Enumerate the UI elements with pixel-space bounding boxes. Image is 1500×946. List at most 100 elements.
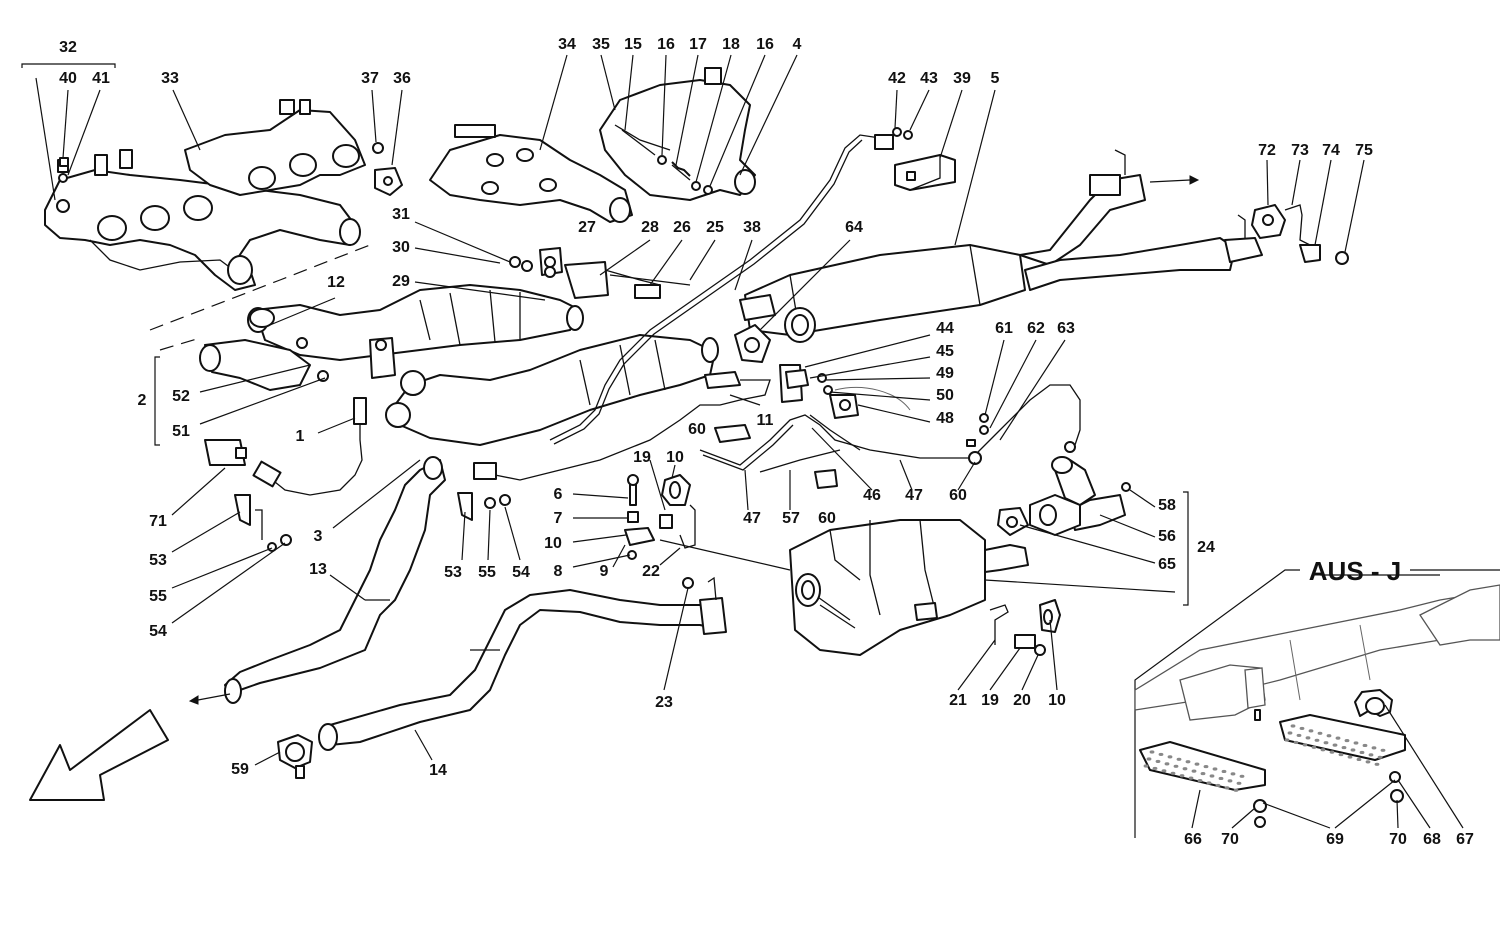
perforation-hole <box>1305 736 1311 740</box>
perforation-hole <box>1179 774 1185 778</box>
perforation-hole <box>1377 755 1383 759</box>
perforation-hole <box>1365 760 1371 764</box>
perforation-hole <box>1155 759 1161 764</box>
perforation-hole <box>1212 767 1218 771</box>
perforation-hole <box>1176 757 1182 761</box>
label-71: 71 <box>149 513 167 530</box>
flow-arrow-left <box>188 693 231 705</box>
label-23: 23 <box>655 694 673 711</box>
perforation-hole <box>1200 771 1206 776</box>
label-17: 17 <box>689 36 707 53</box>
perforation-hole <box>1239 774 1245 778</box>
catalytic-converter-lower <box>385 334 719 446</box>
label-49: 49 <box>936 365 954 382</box>
label-67: 67 <box>1456 831 1474 848</box>
part-labels: 32 40 41 33 37 36 34 35 15 16 17 18 16 4… <box>59 36 1474 848</box>
perforation-hole <box>1227 779 1233 783</box>
label-16b: 16 <box>756 36 774 53</box>
perforation-hole <box>1215 783 1221 788</box>
perforation-hole <box>1350 748 1356 752</box>
connector-71 <box>204 439 247 466</box>
label-45: 45 <box>936 343 954 360</box>
label-51: 51 <box>172 423 190 440</box>
valve-39 <box>894 154 956 191</box>
aus-j-inset <box>1134 569 1500 838</box>
perforation-hole <box>1368 753 1374 757</box>
label-27: 27 <box>578 219 596 236</box>
label-65: 65 <box>1158 556 1176 573</box>
label-52: 52 <box>172 388 190 405</box>
perforation-hole <box>1188 776 1194 780</box>
perforation-hole <box>1347 755 1353 759</box>
perforation-hole <box>1371 746 1377 750</box>
label-29: 29 <box>392 273 410 290</box>
perforation-hole <box>1341 745 1347 750</box>
label-13: 13 <box>309 561 327 578</box>
perforation-hole <box>1236 781 1242 785</box>
exhaust-manifold-left-32 <box>44 149 356 291</box>
label-4: 4 <box>793 36 802 53</box>
label-30: 30 <box>392 239 410 256</box>
label-5: 5 <box>991 70 1000 87</box>
label-9: 9 <box>600 563 609 580</box>
label-1: 1 <box>296 428 305 445</box>
perforation-hole <box>1143 764 1149 768</box>
label-2: 2 <box>138 392 147 409</box>
label-42: 42 <box>888 70 906 87</box>
label-10a: 10 <box>666 449 684 466</box>
label-11: 11 <box>757 412 774 429</box>
label-73: 73 <box>1291 142 1309 159</box>
label-19a: 19 <box>633 449 651 466</box>
label-72: 72 <box>1258 142 1276 159</box>
catalytic-converter-upper <box>247 284 584 361</box>
label-26: 26 <box>673 219 691 236</box>
perforation-hole <box>1335 736 1341 740</box>
center-silencer-5 <box>739 149 1263 343</box>
label-58: 58 <box>1158 497 1176 514</box>
label-32: 32 <box>59 39 77 56</box>
direction-arrow-front <box>29 709 169 801</box>
label-25: 25 <box>706 219 724 236</box>
label-16a: 16 <box>657 36 675 53</box>
perforation-hole <box>1194 762 1200 766</box>
perforation-hole <box>1308 729 1314 733</box>
flow-arrow-right <box>1149 175 1200 185</box>
perforation-hole <box>1359 750 1365 755</box>
rear-silencer-24 <box>789 456 1131 656</box>
leader-lines <box>21 54 1464 829</box>
perforation-hole <box>1206 781 1212 785</box>
hanger-assembly-6-22 <box>624 474 696 560</box>
label-57: 57 <box>782 510 800 527</box>
label-18: 18 <box>722 36 740 53</box>
perforation-hole <box>1293 740 1299 745</box>
perforation-hole <box>1323 741 1329 745</box>
perforation-hole <box>1152 766 1158 771</box>
perforation-hole <box>1302 743 1308 747</box>
vacuum-line-38 <box>549 127 913 445</box>
label-70a: 70 <box>1221 831 1239 848</box>
bracket-53-55-54-right <box>457 492 511 521</box>
clamp-59 <box>277 734 313 779</box>
perforation-hole <box>1182 767 1188 771</box>
perforation-hole <box>1314 738 1320 742</box>
label-22: 22 <box>642 563 660 580</box>
perforation-hole <box>1149 750 1155 754</box>
perforation-hole <box>1218 776 1224 781</box>
nut-37 <box>372 142 384 154</box>
perforation-hole <box>1284 738 1290 742</box>
label-8: 8 <box>554 563 563 580</box>
inset-perforated-plates <box>1143 724 1386 792</box>
perforation-hole <box>1191 769 1197 773</box>
label-50: 50 <box>936 387 954 404</box>
label-38: 38 <box>743 219 761 236</box>
perforation-hole <box>1224 786 1230 790</box>
label-6: 6 <box>554 486 563 503</box>
label-60b: 60 <box>949 487 967 504</box>
perforation-hole <box>1287 731 1293 735</box>
perforation-hole <box>1167 755 1173 759</box>
perforation-hole <box>1299 726 1305 731</box>
label-31: 31 <box>392 206 410 223</box>
oxygen-sensor-1 <box>252 397 367 496</box>
label-44: 44 <box>936 320 954 337</box>
inset-title: AUS - J <box>1309 556 1401 586</box>
